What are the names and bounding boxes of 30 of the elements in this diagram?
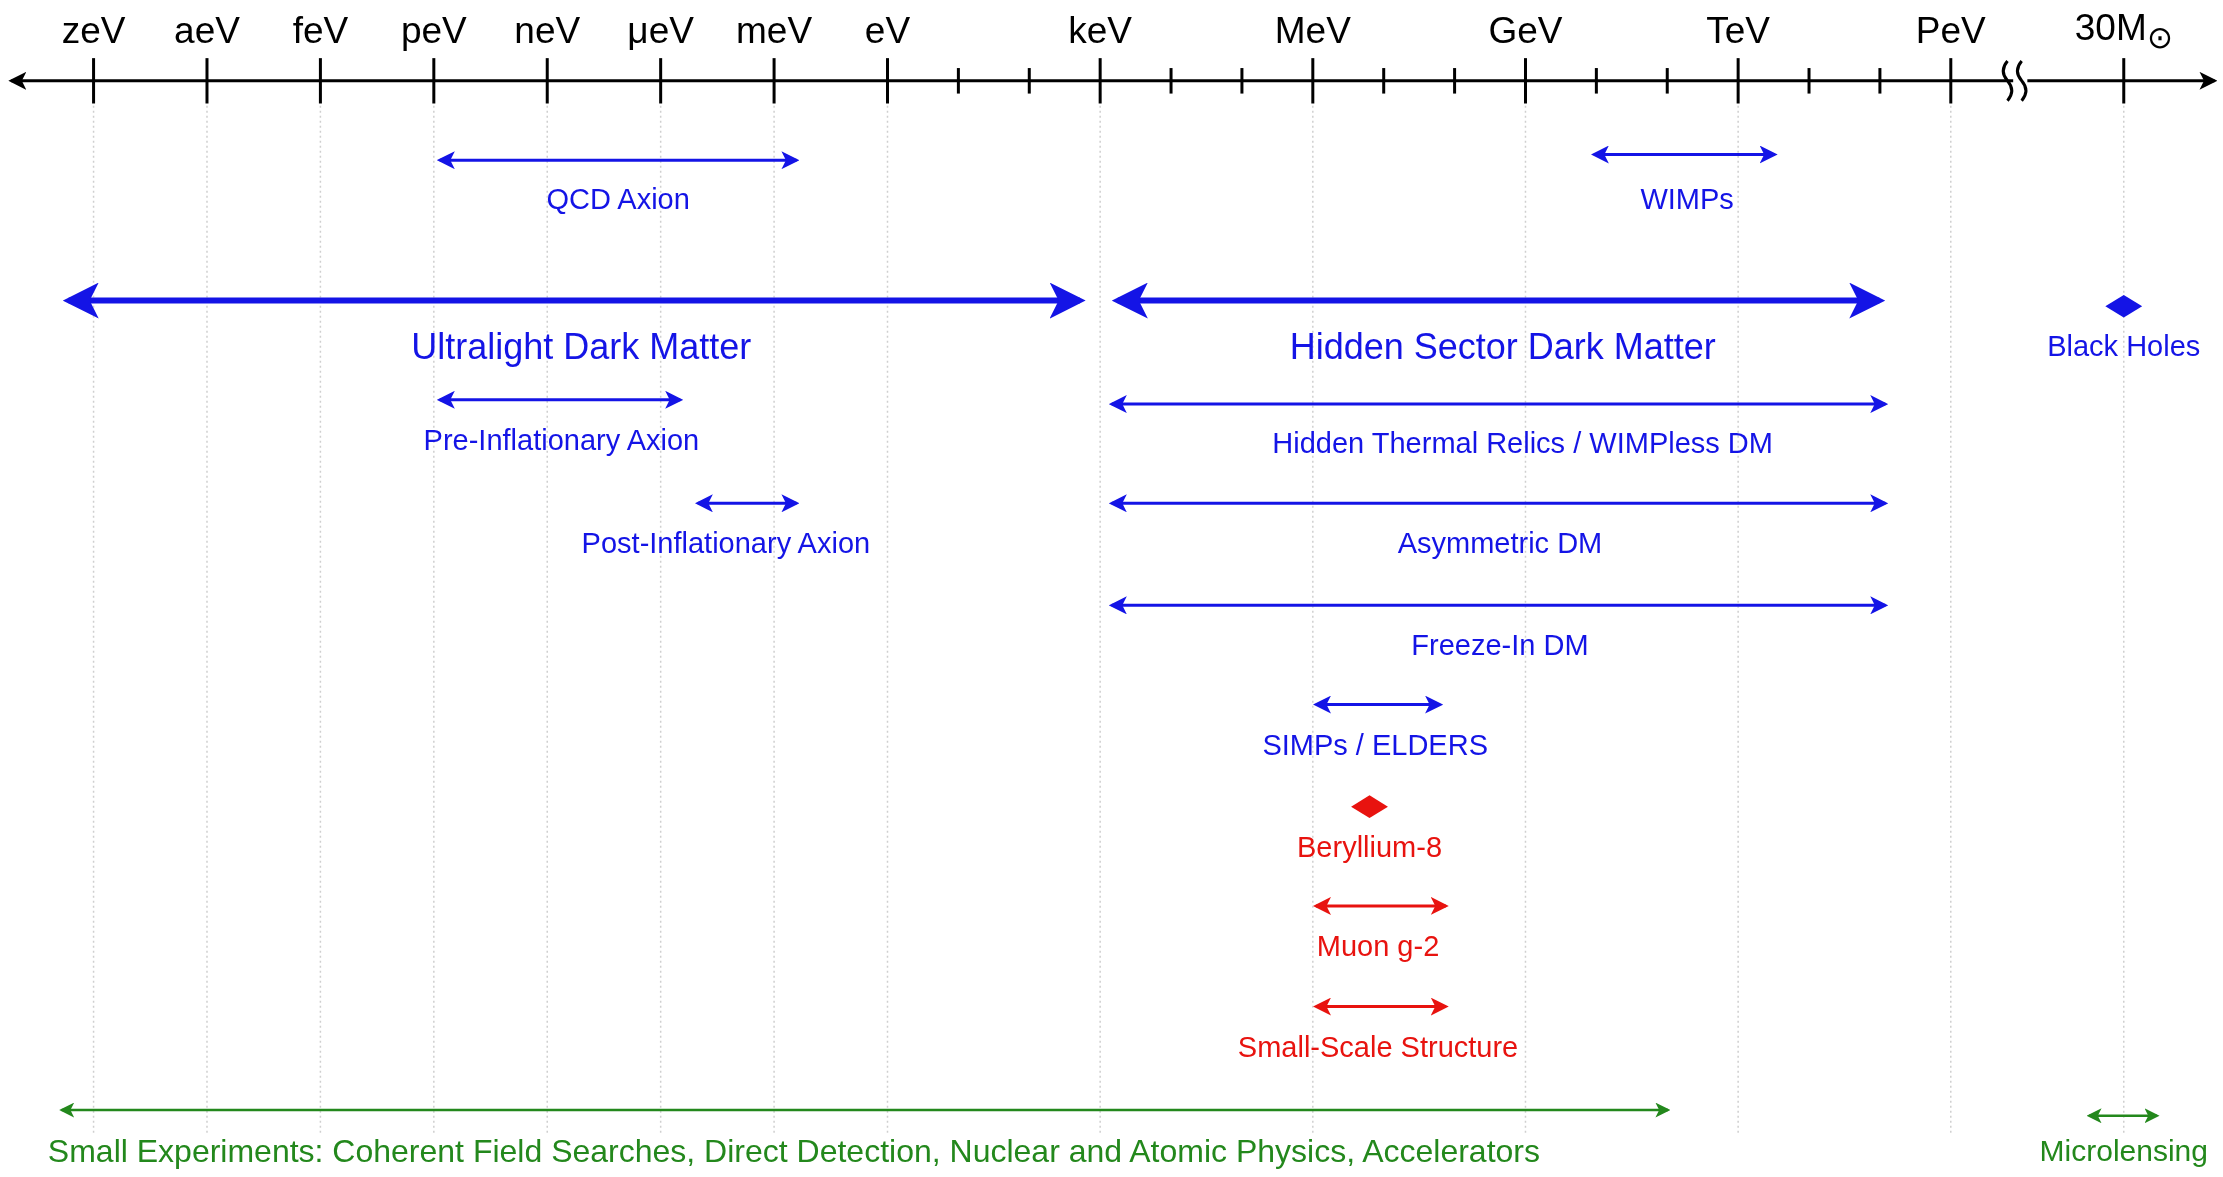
tick-label: GeV (1488, 9, 1563, 53)
tick-label: MeV (1274, 9, 1351, 53)
tick-label: peV (400, 9, 467, 53)
tick-label: keV (1068, 9, 1133, 53)
range-label: Ultralight Dark Matter (411, 326, 752, 369)
range-label: Pre-Inflationary Axion (423, 424, 700, 458)
range-label: Post-Inflationary Axion (581, 527, 871, 562)
range-label: Small Experiments: Coherent Field Searches, Direct Detection, Nuclear and Atomic Physics, Accelerators (47, 1132, 1540, 1170)
tick-label: meV (736, 9, 813, 53)
range-label: Small-Scale Structure (1237, 1031, 1519, 1065)
range-label: Microlensing (2039, 1133, 2208, 1169)
range-label: Hidden Thermal Relics / WIMPless DM (1272, 427, 1773, 461)
tick-label: 30M$_{⊙}$ (2074, 6, 2173, 56)
tick-label: zeV (61, 9, 126, 53)
range-label: SIMPs / ELDERS (1262, 729, 1488, 763)
tick-label: μeV (627, 9, 694, 53)
tick-label: eV (864, 9, 911, 53)
range-label: Muon g-2 (1316, 930, 1440, 964)
tick-label: aeV (174, 9, 240, 53)
tick-label: feV (292, 9, 349, 53)
tick-label: PeV (1915, 9, 1986, 53)
range-label: QCD Axion (546, 183, 690, 217)
range-label: Hidden Sector Dark Matter (1289, 326, 1716, 369)
range-label: Black Holes (2047, 330, 2201, 364)
range-label: Freeze-In DM (1411, 629, 1589, 664)
tick-label: neV (514, 9, 581, 53)
range-label: Asymmetric DM (1397, 527, 1603, 562)
range-label: WIMPs (1640, 183, 1734, 217)
tick-label: TeV (1706, 9, 1770, 53)
range-label: Beryllium-8 (1297, 831, 1443, 865)
